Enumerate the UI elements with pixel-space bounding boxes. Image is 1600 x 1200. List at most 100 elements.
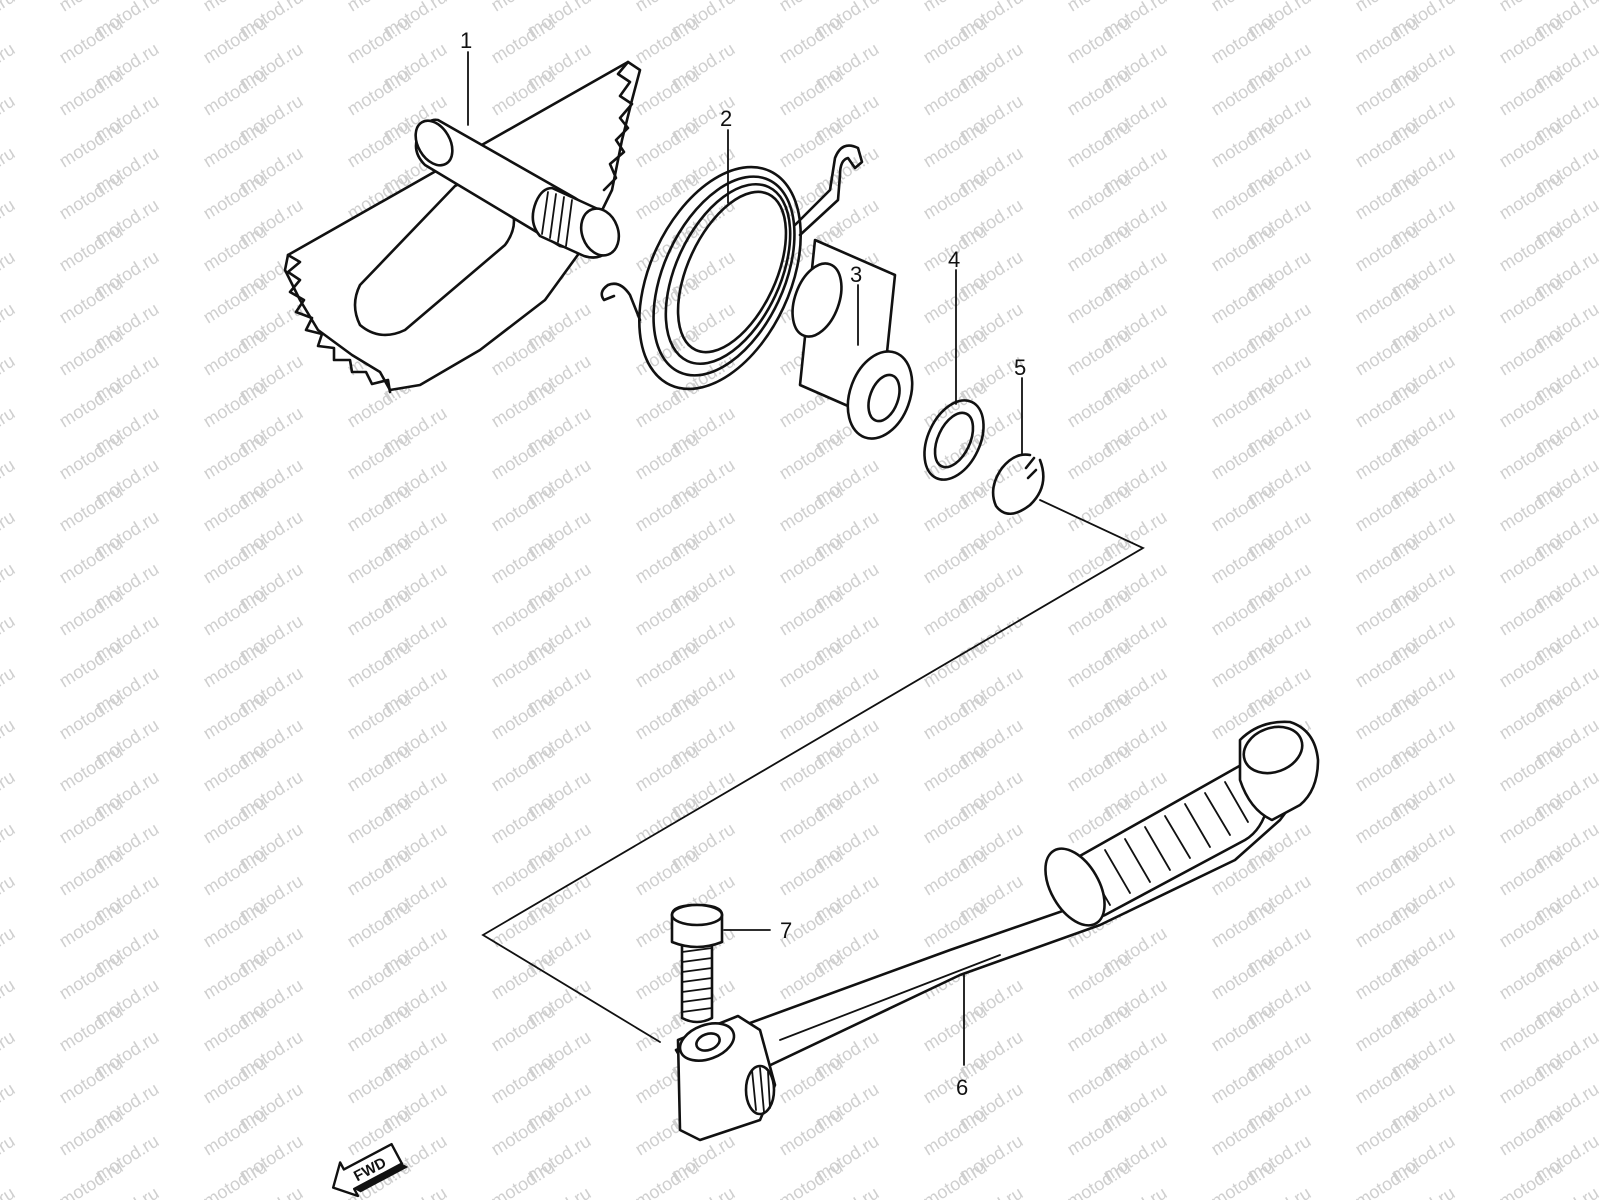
watermark-text: motod.ru bbox=[56, 689, 127, 744]
watermark-text: motod.ru bbox=[488, 741, 559, 796]
watermark-text: motod.ru bbox=[1352, 325, 1423, 380]
watermark-text: motod.ru bbox=[1064, 65, 1135, 120]
watermark-text: motod.ru bbox=[344, 897, 415, 952]
watermark-text: motod.ru bbox=[0, 0, 18, 41]
watermark-text: motod.ru bbox=[1496, 65, 1567, 120]
watermark-text: motod.ru bbox=[776, 65, 847, 120]
watermark-text: motod.ru bbox=[488, 13, 559, 68]
watermark-text: motod.ru bbox=[200, 637, 271, 692]
watermark-text: motod.ru bbox=[200, 1001, 271, 1056]
watermark-text: motod.ru bbox=[776, 13, 847, 68]
watermark-text: motod.ru bbox=[56, 741, 127, 796]
watermark-text: motod.ru bbox=[1352, 1001, 1423, 1056]
watermark-text: motod.ru bbox=[200, 793, 271, 848]
watermark-text: motod.ru bbox=[200, 13, 271, 68]
watermark-text: motod.ru bbox=[1352, 949, 1423, 1004]
watermark-text: motod.ru bbox=[632, 13, 703, 68]
watermark-text: motod.ru bbox=[344, 793, 415, 848]
watermark-text: motod.ru bbox=[1352, 429, 1423, 484]
watermark-text: motod.ru bbox=[776, 1157, 847, 1200]
watermark-text: motod.ru bbox=[920, 1157, 991, 1200]
watermark-text: motod.ru bbox=[1352, 221, 1423, 276]
watermark-text: motod.ru bbox=[200, 325, 271, 380]
watermark-text: motod.ru bbox=[488, 429, 559, 484]
watermark-text: motod.ru bbox=[1352, 845, 1423, 900]
watermark-text: motod.ru bbox=[1064, 117, 1135, 172]
watermark-text: motod.ru bbox=[0, 1079, 18, 1134]
watermark-text: motod.ru bbox=[56, 1001, 127, 1056]
watermark-text: motod.ru bbox=[1208, 949, 1279, 1004]
circlip-part bbox=[991, 453, 1045, 516]
watermark-text: motod.ru bbox=[1496, 533, 1567, 588]
watermark-text: motod.ru bbox=[632, 533, 703, 588]
watermark-text: motod.ru bbox=[632, 1157, 703, 1200]
callout-1: 1 bbox=[460, 28, 472, 53]
watermark-text: motod.ru bbox=[632, 117, 703, 172]
watermark-text: motod.ru bbox=[0, 507, 18, 562]
watermark-text: motod.ru bbox=[200, 949, 271, 1004]
watermark-text: motod.ru bbox=[1064, 1157, 1135, 1200]
watermark-text: motod.ru bbox=[1352, 1053, 1423, 1108]
watermark-text: motod.ru bbox=[0, 1027, 18, 1082]
callout-5: 5 bbox=[1014, 355, 1026, 380]
callout-3: 3 bbox=[850, 262, 862, 287]
watermark-text: motod.ru bbox=[1208, 1105, 1279, 1160]
watermark-text: motod.ru bbox=[1496, 793, 1567, 848]
watermark-text: motod.ru bbox=[344, 117, 415, 172]
watermark-text: motod.ru bbox=[1352, 741, 1423, 796]
watermark-text: motod.ru bbox=[632, 481, 703, 536]
watermark-text: motod.ru bbox=[1496, 221, 1567, 276]
watermark-text: motod.ru bbox=[1496, 377, 1567, 432]
watermark-text: motod.ru bbox=[1208, 117, 1279, 172]
watermark-text: motod.ru bbox=[1352, 117, 1423, 172]
watermark-text: motod.ru bbox=[920, 1053, 991, 1108]
watermark-text: motod.ru bbox=[56, 793, 127, 848]
watermark-text: motod.ru bbox=[1064, 949, 1135, 1004]
watermark-text: motod.ru bbox=[56, 13, 127, 68]
watermark-text: motod.ru bbox=[56, 949, 127, 1004]
watermark-text: motod.ru bbox=[1352, 689, 1423, 744]
watermark-text: motod.ru bbox=[920, 1105, 991, 1160]
washer-part bbox=[923, 399, 985, 481]
watermark-text: motod.ru bbox=[488, 793, 559, 848]
watermark-text: motod.ru bbox=[1064, 429, 1135, 484]
watermark-text: motod.ru bbox=[920, 325, 991, 380]
watermark-text: motod.ru bbox=[488, 1105, 559, 1160]
callout-numbers: 1 2 3 4 5 6 7 bbox=[460, 28, 1026, 1100]
watermark-text: motod.ru bbox=[488, 689, 559, 744]
watermark-text: motod.ru bbox=[1352, 481, 1423, 536]
return-spring-part bbox=[600, 144, 864, 391]
watermark-text: motod.ru bbox=[1208, 169, 1279, 224]
watermark-text: motod.ru bbox=[0, 1183, 18, 1200]
watermark-text: motod.ru bbox=[1352, 13, 1423, 68]
watermark-text: motod.ru bbox=[1496, 637, 1567, 692]
watermark-text: motod.ru bbox=[1208, 325, 1279, 380]
watermark-text: motod.ru bbox=[344, 585, 415, 640]
watermark-text: motod.ru bbox=[200, 689, 271, 744]
watermark-text: motod.ru bbox=[1496, 1001, 1567, 1056]
watermark-text: motod.ru bbox=[0, 351, 18, 406]
watermark-text: motod.ru bbox=[1496, 273, 1567, 328]
watermark-text: motod.ru bbox=[0, 91, 18, 146]
watermark-text: motod.ru bbox=[632, 793, 703, 848]
watermark-text: motod.ru bbox=[200, 585, 271, 640]
watermark-text: motod.ru bbox=[920, 689, 991, 744]
watermark-text: motod.ru bbox=[920, 741, 991, 796]
watermark-text: motod.ru bbox=[0, 143, 18, 198]
watermark-text: motod.ru bbox=[632, 637, 703, 692]
watermark-text: motod.ru bbox=[1208, 585, 1279, 640]
watermark-text: motod.ru bbox=[1496, 325, 1567, 380]
watermark-text: motod.ru bbox=[200, 1105, 271, 1160]
spring-guide-part bbox=[791, 238, 914, 440]
watermark-text: motod.ru bbox=[1064, 1105, 1135, 1160]
callout-4: 4 bbox=[948, 247, 960, 272]
watermark-text: motod.ru bbox=[1496, 1053, 1567, 1108]
watermark-text: motod.ru bbox=[1496, 13, 1567, 68]
watermark-text: motod.ru bbox=[0, 559, 18, 614]
watermark-text: motod.ru bbox=[56, 845, 127, 900]
bolt-part bbox=[670, 903, 724, 1024]
watermark-text: motod.ru bbox=[1208, 1053, 1279, 1108]
watermark-text: motod.ru bbox=[488, 845, 559, 900]
watermark-text: motod.ru bbox=[200, 169, 271, 224]
callout-6: 6 bbox=[956, 1075, 968, 1100]
